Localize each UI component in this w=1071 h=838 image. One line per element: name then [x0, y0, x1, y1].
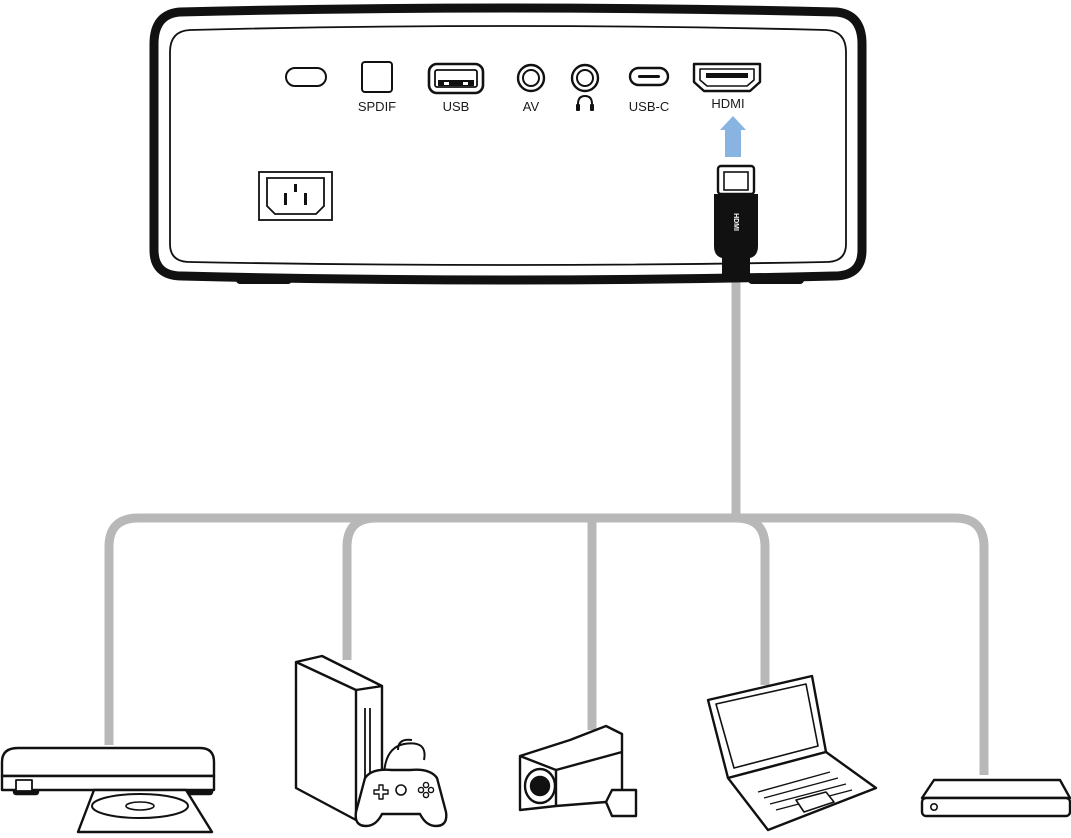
- headphone-jack[interactable]: [570, 63, 600, 93]
- projector-rear-panel: SPDIF USB AV USB: [149, 3, 867, 285]
- projector-inner-frame: [169, 25, 847, 266]
- cable-tree: [104, 272, 989, 775]
- usb-c-label: USB-C: [629, 99, 669, 114]
- hdmi-label: HDMI: [711, 96, 744, 111]
- ac-power-inlet[interactable]: [258, 171, 333, 221]
- camcorder-icon: [518, 724, 638, 818]
- spdif-socket: [361, 61, 393, 93]
- hdmi-cable-plug[interactable]: HDMI: [714, 164, 758, 274]
- usb-label: USB: [443, 99, 470, 114]
- power-button[interactable]: [285, 67, 327, 87]
- av-label: AV: [523, 99, 540, 114]
- av-jack[interactable]: [516, 63, 546, 93]
- spdif-label: SPDIF: [358, 99, 396, 114]
- usb-c-port[interactable]: [628, 66, 670, 87]
- set-top-box-icon: [920, 778, 1071, 818]
- hdmi-plug-text: HDMI: [732, 213, 739, 231]
- disc-player-icon: [0, 746, 216, 834]
- game-console-icon: [294, 654, 448, 828]
- cable-branch-laptop: [735, 513, 770, 685]
- cable-bus-right: [736, 513, 989, 775]
- usb-port[interactable]: [427, 62, 485, 95]
- cable-branch-console: [342, 513, 377, 660]
- hdmi-port[interactable]: [692, 62, 762, 93]
- up-arrow-icon: [720, 116, 746, 157]
- laptop-icon: [706, 674, 878, 832]
- cable-bus-left: [104, 513, 736, 745]
- headphones-icon: [576, 94, 594, 111]
- spdif-port[interactable]: [361, 61, 393, 93]
